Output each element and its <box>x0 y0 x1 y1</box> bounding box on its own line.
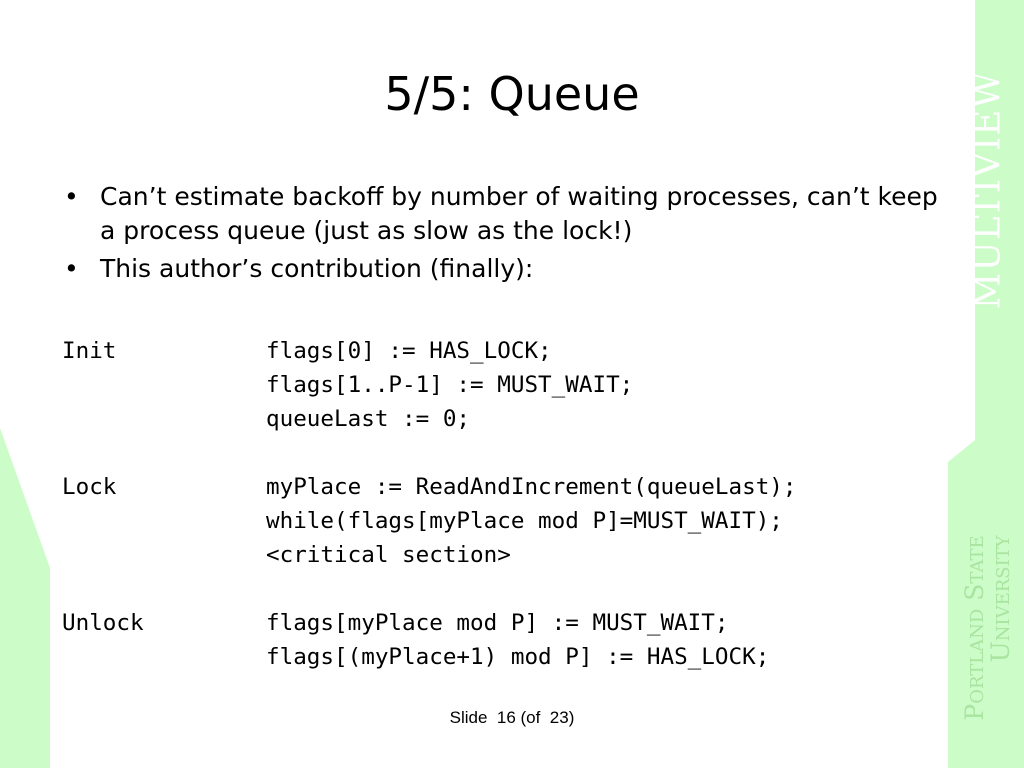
slide-title: 5/5: Queue <box>384 67 640 121</box>
code-text: flags[0] := HAS_LOCK; <box>266 338 552 364</box>
left-green-band <box>0 428 50 768</box>
code-text: flags[myPlace mod P] := MUST_WAIT; <box>266 610 729 636</box>
right-green-band <box>948 0 1024 768</box>
code-block: Init flags[0] := HAS_LOCK; flags[1..P-1] … <box>62 334 797 674</box>
code-line: while(flags[myPlace mod P]=MUST_WAIT); <box>62 504 797 538</box>
code-text: <critical section> <box>266 542 511 568</box>
code-line: <critical section> <box>62 538 797 572</box>
code-label: Init <box>62 338 117 364</box>
slide-number: Slide 16 (of 23) <box>449 708 575 727</box>
bullet-symbol: • <box>64 254 79 283</box>
code-line: queueLast := 0; <box>62 402 797 436</box>
bullet-item: • This author’s contribution (finally): <box>62 252 952 286</box>
code-line: flags[(myPlace+1) mod P] := HAS_LOCK; <box>62 640 797 674</box>
bullet-item: • Can’t estimate backoff by number of wa… <box>62 180 952 248</box>
code-text: while(flags[myPlace mod P]=MUST_WAIT); <box>266 508 783 534</box>
bullet-text: Can’t estimate backoff by number of wait… <box>100 182 938 245</box>
code-line: Init flags[0] := HAS_LOCK; <box>62 334 797 368</box>
bullet-symbol: • <box>64 182 79 211</box>
code-text: flags[1..P-1] := MUST_WAIT; <box>266 372 634 398</box>
code-line: Unlock flags[myPlace mod P] := MUST_WAIT; <box>62 606 797 640</box>
bullet-text: This author’s contribution (finally): <box>100 254 534 283</box>
code-label: Unlock <box>62 610 144 636</box>
bullet-list: • Can’t estimate backoff by number of wa… <box>62 180 952 290</box>
code-text: queueLast := 0; <box>266 406 471 432</box>
code-text: myPlace := ReadAndIncrement(queueLast); <box>266 474 797 500</box>
code-line: Lock myPlace := ReadAndIncrement(queueLas… <box>62 470 797 504</box>
code-line: flags[1..P-1] := MUST_WAIT; <box>62 368 797 402</box>
code-label: Lock <box>62 474 117 500</box>
code-line <box>62 572 797 606</box>
code-text: flags[(myPlace+1) mod P] := HAS_LOCK; <box>266 644 770 670</box>
code-line <box>62 436 797 470</box>
